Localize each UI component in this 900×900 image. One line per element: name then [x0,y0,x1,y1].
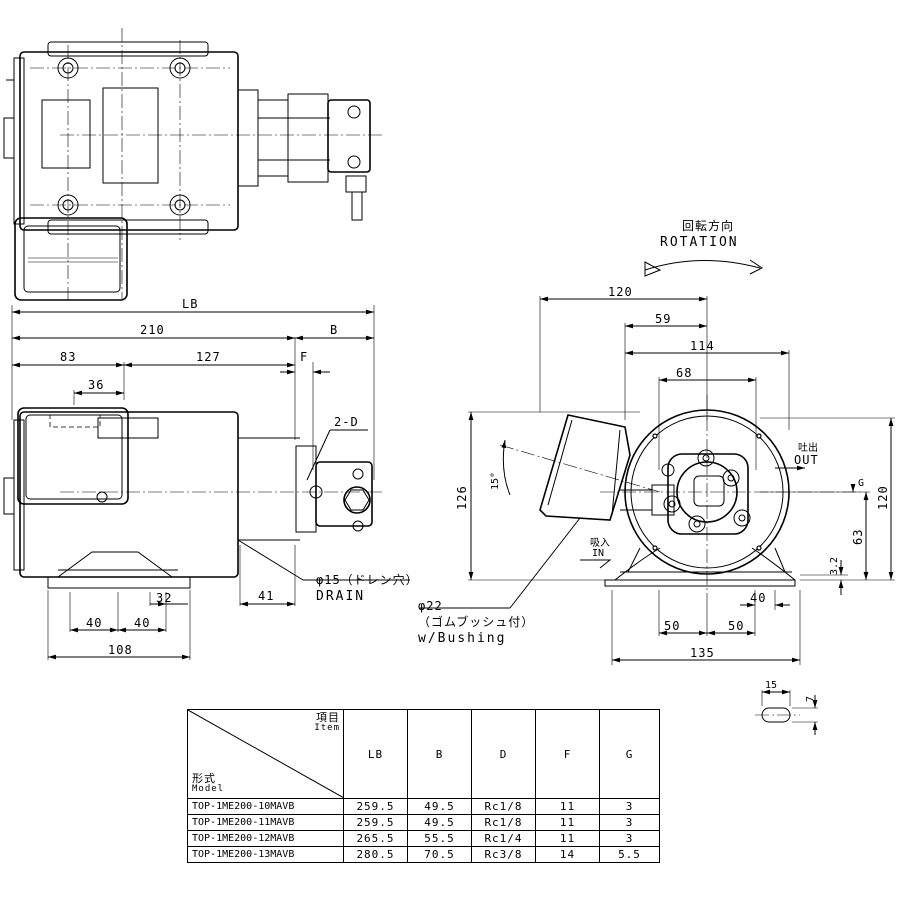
dim-108: 108 [108,643,133,657]
cell-d: Rc1/4 [471,830,536,847]
drain-label-jp: φ15（ドレン穴） [316,572,419,587]
dim-50-left: 50 [664,619,680,633]
dim-40-left: 40 [86,616,102,630]
cell-lb: 265.5 [343,830,408,847]
col-header-d: D [471,709,536,799]
cell-b: 55.5 [407,830,472,847]
dim-36: 36 [88,378,104,392]
table-corner-cell: 項目 Item 形式 Model [187,709,344,799]
cell-model: TOP-1ME200-12MAVB [187,830,344,847]
dim-68: 68 [676,366,692,380]
cell-model: TOP-1ME200-11MAVB [187,814,344,831]
col-header-g: G [599,709,660,799]
col-header-lb: LB [343,709,408,799]
cell-f: 11 [535,830,600,847]
dim-127: 127 [196,350,221,364]
front-view [3,305,410,660]
dim-126: 126 [455,485,469,510]
cell-lb: 259.5 [343,798,408,815]
table-row: TOP-1ME200-12MAVB 265.5 55.5 Rc1/4 11 3 [187,830,660,847]
outlet-label-en: OUT [794,453,819,467]
label-2d: 2-D [334,415,359,429]
dim-15deg: 15° [490,472,501,490]
dim-b: B [330,323,338,337]
top-view [3,28,385,301]
item-label-en: Item [314,723,340,733]
inlet-label-jp: 吸入 [590,538,610,549]
col-header-b: B [407,709,472,799]
dim-63: 63 [851,529,865,545]
drain-label-en: DRAIN [316,589,365,604]
dim-40-side: 40 [750,591,766,605]
side-view [420,259,895,665]
dim-40-right: 40 [134,616,150,630]
cell-f: 11 [535,798,600,815]
cell-model: TOP-1ME200-13MAVB [187,846,344,863]
dim-114: 114 [690,339,715,353]
cell-g: 3 [599,798,660,815]
cell-f: 14 [535,846,600,863]
cell-d: Rc1/8 [471,814,536,831]
cell-g: 3 [599,814,660,831]
table-row: TOP-1ME200-11MAVB 259.5 49.5 Rc1/8 11 3 [187,814,660,831]
cell-model: TOP-1ME200-10MAVB [187,798,344,815]
dim-120-right: 120 [876,485,890,510]
bushing-label-jp: （ゴムブッシュ付） [418,614,534,629]
dim-135: 135 [690,646,715,660]
dim-59: 59 [655,312,671,326]
rotation-label-en: ROTATION [660,235,739,250]
model-label-jp: 形式 [192,772,216,785]
dim-lb: LB [182,297,198,311]
cell-b: 49.5 [407,814,472,831]
cell-g: 3 [599,830,660,847]
table-header-row: 項目 Item 形式 Model LB B D F G [187,709,660,799]
rotation-label-jp: 回転方向 [682,218,734,233]
table-row: TOP-1ME200-10MAVB 259.5 49.5 Rc1/8 11 3 [187,798,660,815]
slot-detail [755,689,818,735]
cell-b: 70.5 [407,846,472,863]
dim-120-top: 120 [608,285,633,299]
cell-lb: 259.5 [343,814,408,831]
inlet-label-en: IN [592,548,604,559]
model-label-en: Model [192,784,225,794]
cell-d: Rc1/8 [471,798,536,815]
cell-lb: 280.5 [343,846,408,863]
dim-32: 32 [156,591,172,605]
dim-7-slot: 7 [805,696,816,702]
cell-d: Rc3/8 [471,846,536,863]
bushing-diameter: φ22 [418,599,443,613]
outlet-label-jp: 吐出 [798,441,818,454]
corner-diagonal [188,710,344,798]
dim-50-right: 50 [728,619,744,633]
cell-f: 11 [535,814,600,831]
dim-3-2: 3.2 [829,557,840,575]
dim-41: 41 [258,589,274,603]
dim-15-slot: 15 [765,680,777,691]
bushing-label-en: w/Bushing [418,631,506,646]
dim-f: F [300,350,308,364]
cell-b: 49.5 [407,798,472,815]
item-label-jp: 項目 [316,711,340,724]
table-row: TOP-1ME200-13MAVB 280.5 70.5 Rc3/8 14 5.… [187,846,660,863]
cell-g: 5.5 [599,846,660,863]
col-header-f: F [535,709,600,799]
dim-g: G [858,478,864,489]
dim-210: 210 [140,323,165,337]
model-spec-table: 項目 Item 形式 Model LB B D F G TOP-1ME200-1… [187,709,660,863]
dim-83: 83 [60,350,76,364]
